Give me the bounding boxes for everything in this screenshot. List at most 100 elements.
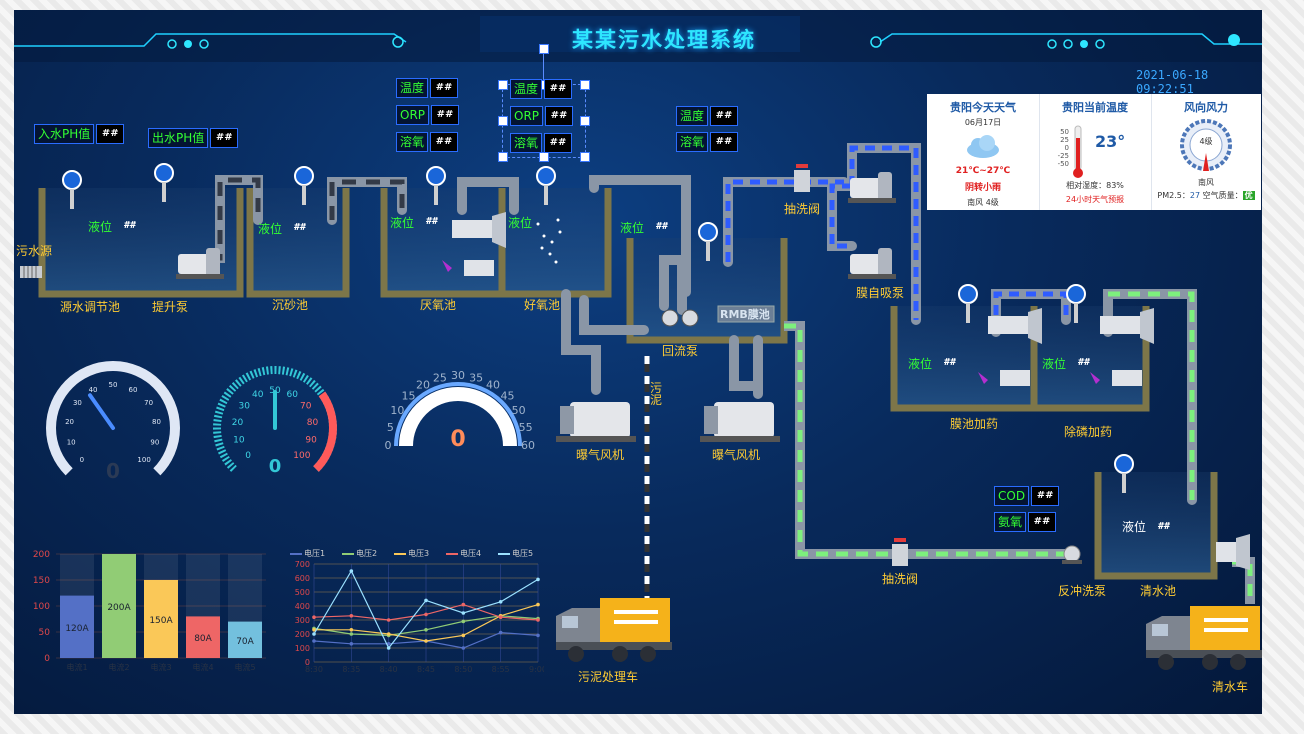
label-backwash-valve-2: 抽洗阀 (882, 572, 919, 586)
line-point (349, 632, 354, 636)
line-point (424, 639, 428, 643)
legend-swatch (498, 552, 510, 555)
compass-icon (1180, 119, 1232, 171)
sensor-mbr-do[interactable]: 溶氧 ## (676, 132, 739, 152)
grey-pipes (205, 175, 763, 399)
line-point (536, 618, 540, 622)
bar-ytick: 50 (39, 628, 51, 638)
bar-ytick: 100 (33, 602, 50, 612)
weather-today-date: 06月17日 (964, 118, 1002, 127)
level-label-anoxic: 液位 (390, 216, 415, 230)
bar (102, 554, 136, 658)
line-point (536, 602, 540, 607)
sensor-label: 入水PH值 (34, 124, 95, 144)
gauge-tick-label: 90 (305, 436, 317, 446)
legend-label: 电压4 (460, 549, 482, 558)
gauge-tick-label: 60 (129, 386, 138, 394)
sensor-label: 氨氧 (994, 512, 1027, 532)
gauge-tick-label: 100 (137, 456, 150, 464)
weather-current-title: 贵阳当前温度 (1062, 101, 1128, 114)
gauge-tick-label: 60 (287, 390, 299, 400)
resize-handle-s[interactable] (539, 152, 549, 162)
sensor-inlet-ph[interactable]: 入水PH值 ## (34, 124, 125, 144)
level-value-grit: ## (294, 222, 307, 233)
sensor-value: ## (96, 124, 125, 144)
bar-category-label: 电流1 (66, 662, 87, 672)
resize-handle-e[interactable] (580, 116, 590, 126)
legend-item[interactable]: 电压2 (342, 548, 377, 559)
sensor-clear-ammonia[interactable]: 氨氧 ## (994, 512, 1057, 532)
resize-handle-se[interactable] (580, 152, 590, 162)
return-pumps (661, 305, 775, 327)
line-ytick: 400 (295, 602, 310, 611)
gauge-tick-label: 60 (521, 439, 535, 452)
sensor-value: ## (430, 132, 459, 152)
sensor-aerobic-temp[interactable]: 温度 ## (510, 79, 573, 99)
level-label-membrane-dosing: 液位 (908, 357, 933, 371)
blue-pipe-flow (725, 145, 1069, 332)
gauge-tick-label: 70 (144, 399, 153, 407)
gauge-tick-label: 30 (451, 369, 465, 382)
line-point (461, 633, 466, 638)
bar (60, 595, 94, 658)
sensor-clear-cod[interactable]: COD ## (994, 486, 1060, 506)
legend-item[interactable]: 电压3 (394, 548, 429, 559)
sensor-aerobic-do[interactable]: 溶氧 ## (510, 133, 573, 153)
bar-ytick: 200 (33, 550, 50, 560)
level-value-mbr: ## (656, 221, 669, 232)
level-value-clear: ## (1158, 521, 1171, 532)
sensor-anoxic-do[interactable]: 溶氧 ## (396, 132, 459, 152)
gauge-1-needle (87, 393, 115, 430)
label-sludge-pipe: 污泥 (650, 381, 663, 407)
gauge-tick-label: 10 (233, 436, 245, 446)
gauge-tick-label: 100 (293, 451, 310, 461)
gauge-1-value: 0 (106, 459, 120, 483)
sensor-anoxic-orp[interactable]: ORP ## (396, 105, 460, 125)
gauge-tick-label: 20 (232, 418, 244, 428)
label-aerobic-tank: 好氧池 (524, 298, 561, 312)
legend-swatch (290, 552, 302, 555)
bar-data-label: 120A (65, 624, 89, 634)
gauge-tick-label: 80 (152, 418, 161, 426)
sensor-value: ## (1031, 486, 1060, 506)
label-regulating-tank: 源水调节池 (60, 300, 121, 314)
bar-data-label: 200A (107, 603, 131, 613)
label-backwash-pump: 反冲洗泵 (1058, 584, 1107, 598)
resize-handle-ne[interactable] (580, 80, 590, 90)
resize-handle-sw[interactable] (498, 152, 508, 162)
legend-item[interactable]: 电压5 (498, 548, 533, 559)
sensor-value: ## (431, 105, 460, 125)
legend-item[interactable]: 电压4 (446, 548, 481, 559)
label-clear-truck: 清水车 (1212, 680, 1249, 694)
sensor-mbr-temp[interactable]: 温度 ## (676, 106, 739, 126)
legend-item[interactable]: 电压1 (290, 548, 325, 559)
bar (186, 616, 220, 658)
line-xtick: 8:40 (380, 665, 398, 674)
line-chart-legend: 电压1 电压2 电压3 电压4 电压5 (290, 548, 550, 560)
resize-handle-nw[interactable] (498, 80, 508, 90)
sensor-aerobic-orp[interactable]: ORP ## (510, 106, 574, 126)
legend-label: 电压5 (512, 549, 534, 558)
line-xtick: 8:50 (454, 665, 472, 674)
weather-today: 贵阳今天天气 06月17日 21℃~27℃ 阴转小雨 南风 4级 (927, 94, 1040, 210)
sensor-outlet-ph[interactable]: 出水PH值 ## (148, 128, 239, 148)
gauge-tick-label: 20 (65, 418, 74, 426)
weather-forecast-link[interactable]: 24小时天气预报 (1065, 195, 1125, 204)
sensor-anoxic-temp[interactable]: 温度 ## (396, 78, 459, 98)
label-clear-tank: 清水池 (1140, 584, 1177, 598)
sensor-label: 溶氧 (396, 132, 429, 152)
resize-handle-w[interactable] (498, 116, 508, 126)
sensor-label: COD (994, 486, 1030, 506)
level-label-regulating: 液位 (88, 220, 113, 234)
rotate-handle[interactable] (539, 44, 549, 54)
legend-swatch (446, 552, 458, 555)
level-meters (62, 163, 1134, 493)
line-ytick: 200 (295, 630, 310, 639)
page-title: 某某污水处理系统 (572, 28, 756, 52)
